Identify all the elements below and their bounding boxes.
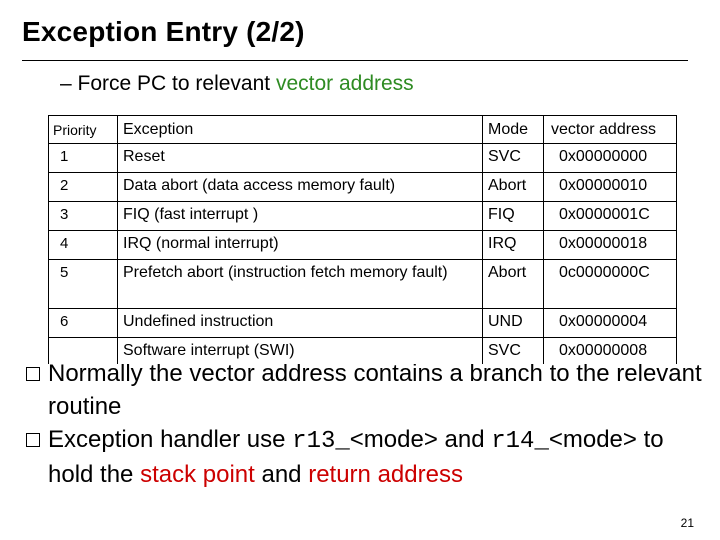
cell-priority: 6: [48, 308, 118, 338]
header-priority: Priority: [48, 115, 118, 144]
cell-mode: UND: [482, 308, 544, 338]
cell-exception: Reset: [117, 143, 483, 173]
subbullet-text: Force PC to relevant: [77, 72, 276, 95]
cell-mode: SVC: [482, 143, 544, 173]
bullet-list: Normally the vector address contains a b…: [26, 357, 706, 491]
table-row: 5 Prefetch abort (instruction fetch memo…: [48, 259, 677, 309]
cell-exception: Software interrupt (SWI): [117, 337, 483, 364]
cell-vector: 0x00000010: [543, 172, 677, 202]
cell-vector: 0x0000001C: [543, 201, 677, 231]
exception-vector-table: Priority Exception Mode vector address 1…: [48, 115, 677, 364]
subbullet: – Force PC to relevant vector address: [60, 72, 414, 96]
header-mode: Mode: [482, 115, 544, 144]
table-header-row: Priority Exception Mode vector address: [48, 115, 677, 144]
bullet-text: Normally the vector address contains a b…: [48, 360, 702, 420]
highlight-return-address: return address: [308, 461, 463, 488]
table-row: 1 Reset SVC 0x00000000: [48, 143, 677, 173]
cell-exception: Undefined instruction: [117, 308, 483, 338]
cell-priority: [48, 337, 118, 364]
header-exception: Exception: [117, 115, 483, 144]
cell-priority: 5: [48, 259, 118, 309]
bullet-exception-handler: Exception handler use r13_<mode> and r14…: [26, 423, 706, 491]
cell-vector: 0x00000008: [543, 337, 677, 364]
dash-marker: –: [60, 72, 72, 95]
table-row: Software interrupt (SWI) SVC 0x00000008: [48, 337, 677, 364]
register-r14: r14_: [491, 428, 549, 455]
page-number: 21: [680, 516, 694, 530]
register-r13: r13_: [292, 428, 350, 455]
cell-mode: SVC: [482, 337, 544, 364]
cell-vector: 0x00000004: [543, 308, 677, 338]
cell-vector: 0x00000018: [543, 230, 677, 260]
table-row: 6 Undefined instruction UND 0x00000004: [48, 308, 677, 338]
header-vector: vector address: [543, 115, 677, 144]
cell-exception: IRQ (normal interrupt): [117, 230, 483, 260]
cell-priority: 1: [48, 143, 118, 173]
table-row: 2 Data abort (data access memory fault) …: [48, 172, 677, 202]
bullet-text-part: <mode> and: [349, 426, 492, 453]
cell-exception: FIQ (fast interrupt ): [117, 201, 483, 231]
subbullet-highlight: vector address: [275, 72, 414, 95]
cell-priority: 2: [48, 172, 118, 202]
cell-exception: Data abort (data access memory fault): [117, 172, 483, 202]
bullet-text-part: and: [254, 461, 309, 488]
cell-vector: 0x00000000: [543, 143, 677, 173]
cell-mode: Abort: [482, 172, 544, 202]
table-row: 4 IRQ (normal interrupt) IRQ 0x00000018: [48, 230, 677, 260]
square-bullet-icon: [26, 367, 40, 381]
cell-mode: FIQ: [482, 201, 544, 231]
slide-title: Exception Entry (2/2): [22, 16, 305, 47]
cell-mode: IRQ: [482, 230, 544, 260]
cell-vector: 0c0000000C: [543, 259, 677, 309]
title-divider: [22, 60, 688, 61]
bullet-text-part: Exception handler use: [48, 426, 293, 453]
cell-exception: Prefetch abort (instruction fetch memory…: [117, 259, 483, 309]
table-row: 3 FIQ (fast interrupt ) FIQ 0x0000001C: [48, 201, 677, 231]
square-bullet-icon: [26, 433, 40, 447]
cell-priority: 3: [48, 201, 118, 231]
cell-priority: 4: [48, 230, 118, 260]
cell-mode: Abort: [482, 259, 544, 309]
highlight-stack-point: stack point: [140, 461, 255, 488]
bullet-text-part: <mode> to hold the: [48, 426, 664, 488]
bullet-vector-address: Normally the vector address contains a b…: [26, 357, 706, 423]
